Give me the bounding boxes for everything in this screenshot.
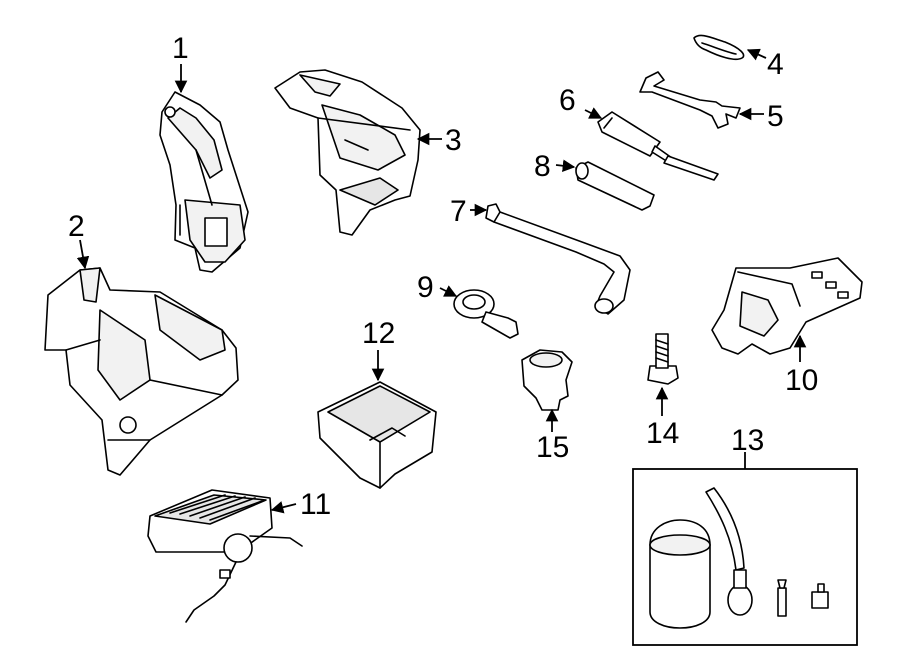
- part-1-jack-bracket: [159, 91, 249, 273]
- part-15-knob: [521, 349, 573, 411]
- part-14-bolt: [647, 333, 679, 385]
- callout-14: 14: [646, 417, 679, 450]
- part-11-compressor: [147, 489, 303, 623]
- leader-2: [76, 239, 90, 270]
- callout-5: 5: [767, 100, 784, 133]
- callout-9: 9: [417, 271, 434, 304]
- leader-8: [555, 159, 576, 173]
- callout-10: 10: [785, 364, 818, 397]
- part-8-extension: [575, 161, 655, 211]
- part-10-wedge: [711, 257, 863, 355]
- callout-8: 8: [534, 150, 551, 183]
- part-6-screwdriver: [597, 111, 719, 181]
- leader-11: [270, 501, 297, 514]
- callout-15: 15: [536, 431, 569, 464]
- part-13-sealant-kit: [649, 487, 829, 629]
- part-3-upper-tray: [274, 69, 421, 236]
- part-4-clip: [693, 34, 745, 61]
- callout-6: 6: [559, 84, 576, 117]
- callout-11: 11: [300, 488, 331, 521]
- part-5-wrench: [639, 71, 741, 129]
- callout-labels: 1 2 3 4 5 6 7 8 9 10 11 12 13 14 15: [68, 32, 818, 521]
- leader-6: [584, 107, 603, 119]
- callout-7: 7: [450, 195, 467, 228]
- callout-13: 13: [731, 424, 764, 457]
- part-9-towing-eye: [453, 289, 519, 339]
- part-7-lug-wrench: [485, 203, 631, 315]
- part-12-storage-box: [317, 381, 437, 489]
- leader-9: [439, 285, 458, 297]
- leader-lines: [76, 48, 807, 514]
- callout-3: 3: [445, 124, 462, 157]
- callout-2: 2: [68, 210, 85, 243]
- leader-4: [746, 48, 767, 61]
- part-2-lower-tray: [44, 267, 239, 476]
- callout-12: 12: [362, 317, 395, 350]
- callout-4: 4: [767, 48, 784, 81]
- callout-1: 1: [172, 32, 189, 65]
